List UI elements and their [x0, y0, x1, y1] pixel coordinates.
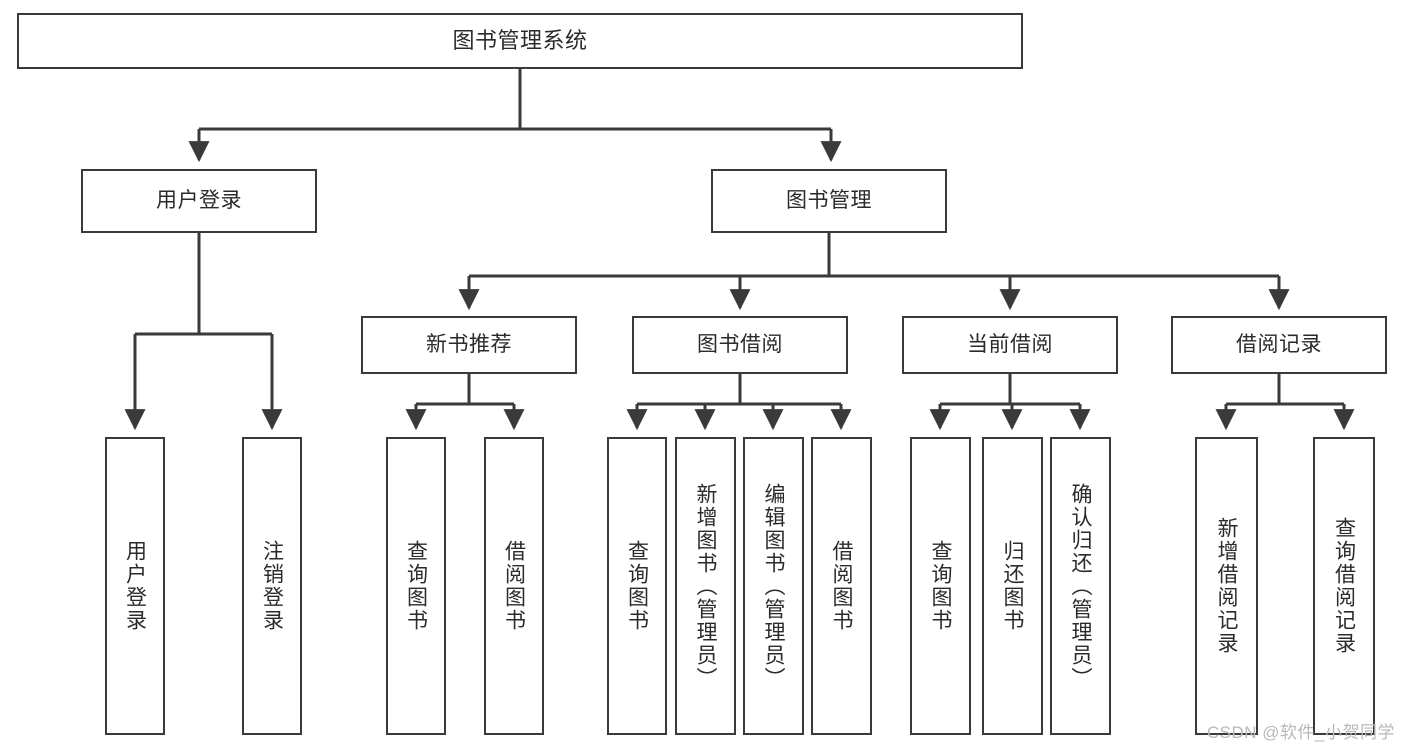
- leaf-edit-book-admin[interactable]: 编辑图书（管理员）: [743, 437, 804, 735]
- node-new-book-recommend[interactable]: 新书推荐: [361, 316, 577, 374]
- leaf-user-login-label: 用户登录: [123, 540, 147, 632]
- leaf-borrow-book-recommend[interactable]: 借阅图书: [484, 437, 544, 735]
- node-root-label: 图书管理系统: [452, 28, 588, 54]
- leaf-query-book-borrow-label: 查询图书: [625, 540, 649, 632]
- leaf-query-borrow-record-label: 查询借阅记录: [1332, 517, 1356, 655]
- node-current-borrow[interactable]: 当前借阅: [902, 316, 1118, 374]
- leaf-user-login[interactable]: 用户登录: [105, 437, 165, 735]
- node-new-book-recommend-label: 新书推荐: [426, 332, 512, 356]
- leaf-query-book-recommend-label: 查询图书: [404, 540, 428, 632]
- leaf-borrow-book-label: 借阅图书: [830, 540, 853, 632]
- node-borrow-record-label: 借阅记录: [1236, 332, 1322, 356]
- leaf-logout[interactable]: 注销登录: [242, 437, 302, 735]
- node-root[interactable]: 图书管理系统: [17, 13, 1023, 69]
- watermark: CSDN @软件_小贺同学: [1206, 723, 1395, 742]
- leaf-logout-label: 注销登录: [260, 540, 284, 632]
- leaf-return-book-label: 归还图书: [1001, 540, 1024, 632]
- leaf-borrow-book[interactable]: 借阅图书: [811, 437, 872, 735]
- leaf-confirm-return-admin[interactable]: 确认归还（管理员）: [1050, 437, 1111, 735]
- leaf-add-book-admin-label: 新增图书（管理员）: [694, 482, 717, 690]
- node-current-borrow-label: 当前借阅: [967, 332, 1053, 356]
- node-book-management[interactable]: 图书管理: [711, 169, 947, 233]
- leaf-query-book-recommend[interactable]: 查询图书: [386, 437, 446, 735]
- node-book-borrow[interactable]: 图书借阅: [632, 316, 848, 374]
- leaf-query-book-current-label: 查询图书: [929, 540, 952, 632]
- node-user-login-label: 用户登录: [156, 188, 242, 212]
- node-book-management-label: 图书管理: [786, 188, 872, 212]
- leaf-query-borrow-record[interactable]: 查询借阅记录: [1313, 437, 1375, 735]
- node-book-borrow-label: 图书借阅: [697, 332, 783, 356]
- leaf-add-borrow-record[interactable]: 新增借阅记录: [1195, 437, 1258, 735]
- node-borrow-record[interactable]: 借阅记录: [1171, 316, 1387, 374]
- leaf-borrow-book-recommend-label: 借阅图书: [502, 540, 526, 632]
- leaf-add-book-admin[interactable]: 新增图书（管理员）: [675, 437, 736, 735]
- leaf-query-book-current[interactable]: 查询图书: [910, 437, 971, 735]
- leaf-confirm-return-admin-label: 确认归还（管理员）: [1069, 482, 1092, 690]
- leaf-add-borrow-record-label: 新增借阅记录: [1215, 517, 1238, 655]
- node-user-login[interactable]: 用户登录: [81, 169, 317, 233]
- leaf-edit-book-admin-label: 编辑图书（管理员）: [762, 482, 785, 690]
- leaf-return-book[interactable]: 归还图书: [982, 437, 1043, 735]
- leaf-query-book-borrow[interactable]: 查询图书: [607, 437, 667, 735]
